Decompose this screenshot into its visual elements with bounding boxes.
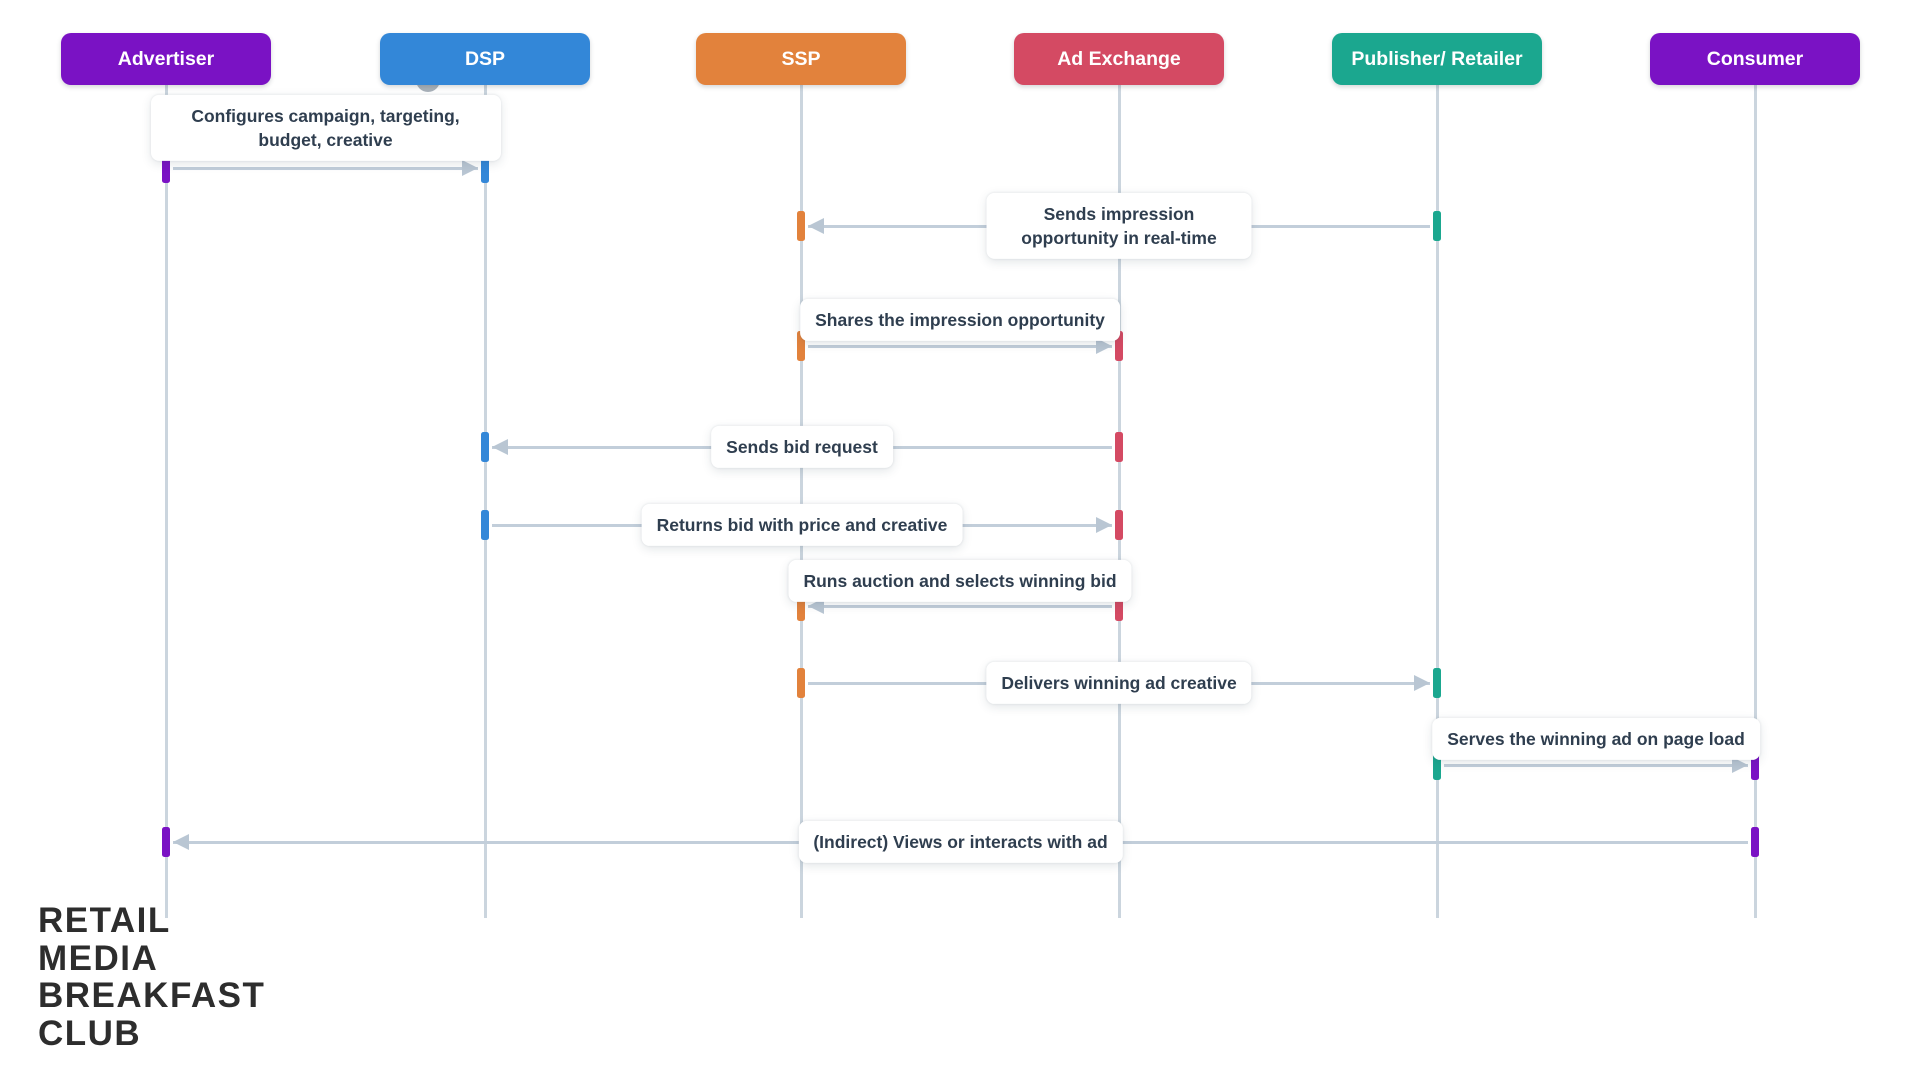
- message-label: Configures campaign, targeting, budget, …: [150, 94, 501, 162]
- logo-retail-media-breakfast-club: RETAIL MEDIA BREAKFAST CLUB: [38, 902, 265, 1052]
- activation-bar-ad-exchange: [1115, 591, 1123, 621]
- activation-bar-publisher-retailer: [1433, 211, 1441, 241]
- arrow-right-icon: [1732, 757, 1748, 773]
- activation-bar-ad-exchange: [1115, 432, 1123, 462]
- actor-label: DSP: [464, 47, 506, 70]
- actor-ad-exchange: Ad Exchange: [1014, 33, 1224, 85]
- lifeline-publisher-retailer: [1435, 85, 1439, 918]
- arrow-right-icon: [1096, 338, 1112, 354]
- message-label: Serves the winning ad on page load: [1432, 717, 1760, 761]
- lifeline-ssp: [799, 85, 803, 918]
- activation-bar-ssp: [797, 331, 805, 361]
- message-label: Sends impression opportunity in real-tim…: [986, 192, 1252, 260]
- actor-publisher-retailer: Publisher/ Retailer: [1332, 33, 1542, 85]
- activation-bar-consumer: [1751, 750, 1759, 780]
- activation-bar-publisher-retailer: [1433, 668, 1441, 698]
- actor-label: SSP: [781, 47, 821, 70]
- activation-bar-ad-exchange: [1115, 331, 1123, 361]
- message-line: [1444, 763, 1748, 767]
- message-label: (Indirect) Views or interacts with ad: [798, 820, 1123, 864]
- activation-bar-publisher-retailer: [1433, 750, 1441, 780]
- arrow-right-icon: [462, 160, 478, 176]
- actor-label: Ad Exchange: [1057, 47, 1181, 70]
- logo-line: BREAKFAST: [38, 976, 266, 1015]
- activation-bar-ssp: [797, 668, 805, 698]
- lifeline-consumer: [1753, 85, 1757, 918]
- arrow-left-icon: [808, 218, 824, 234]
- message-line: [808, 604, 1112, 608]
- activation-bar-consumer: [1751, 827, 1759, 857]
- actor-ssp: SSP: [696, 33, 906, 85]
- message-label: Sends bid request: [711, 425, 893, 469]
- activation-bar-ssp: [797, 591, 805, 621]
- message-label: Shares the impression opportunity: [800, 298, 1120, 342]
- actor-label: Publisher/ Retailer: [1351, 47, 1523, 70]
- activation-bar-dsp: [481, 432, 489, 462]
- arrow-left-icon: [173, 834, 189, 850]
- actor-label: Consumer: [1706, 47, 1804, 70]
- activation-bar-advertiser: [162, 827, 170, 857]
- message-label: Runs auction and selects winning bid: [788, 559, 1132, 603]
- message-label: Returns bid with price and creative: [641, 503, 963, 547]
- message-line: [173, 166, 478, 170]
- actor-dsp: DSP: [380, 33, 590, 85]
- actor-consumer: Consumer: [1650, 33, 1860, 85]
- activation-bar-dsp: [481, 153, 489, 183]
- lifeline-dsp: [483, 85, 487, 918]
- activation-bar-ssp: [797, 211, 805, 241]
- message-line: [808, 344, 1112, 348]
- logo-line: RETAIL: [38, 901, 171, 940]
- arrow-right-icon: [1096, 517, 1112, 533]
- activation-bar-ad-exchange: [1115, 510, 1123, 540]
- arrow-left-icon: [808, 598, 824, 614]
- message-label: Delivers winning ad creative: [986, 661, 1252, 705]
- arrow-left-icon: [492, 439, 508, 455]
- actor-advertiser: Advertiser: [61, 33, 271, 85]
- lifeline-ad-exchange: [1117, 85, 1121, 918]
- actor-label: Advertiser: [117, 47, 215, 70]
- logo-line: CLUB: [38, 1013, 142, 1053]
- activation-bar-dsp: [481, 510, 489, 540]
- activation-bar-advertiser: [162, 153, 170, 183]
- logo-line: MEDIA: [38, 938, 159, 978]
- arrow-right-icon: [1414, 675, 1430, 691]
- lifeline-advertiser: [164, 85, 168, 918]
